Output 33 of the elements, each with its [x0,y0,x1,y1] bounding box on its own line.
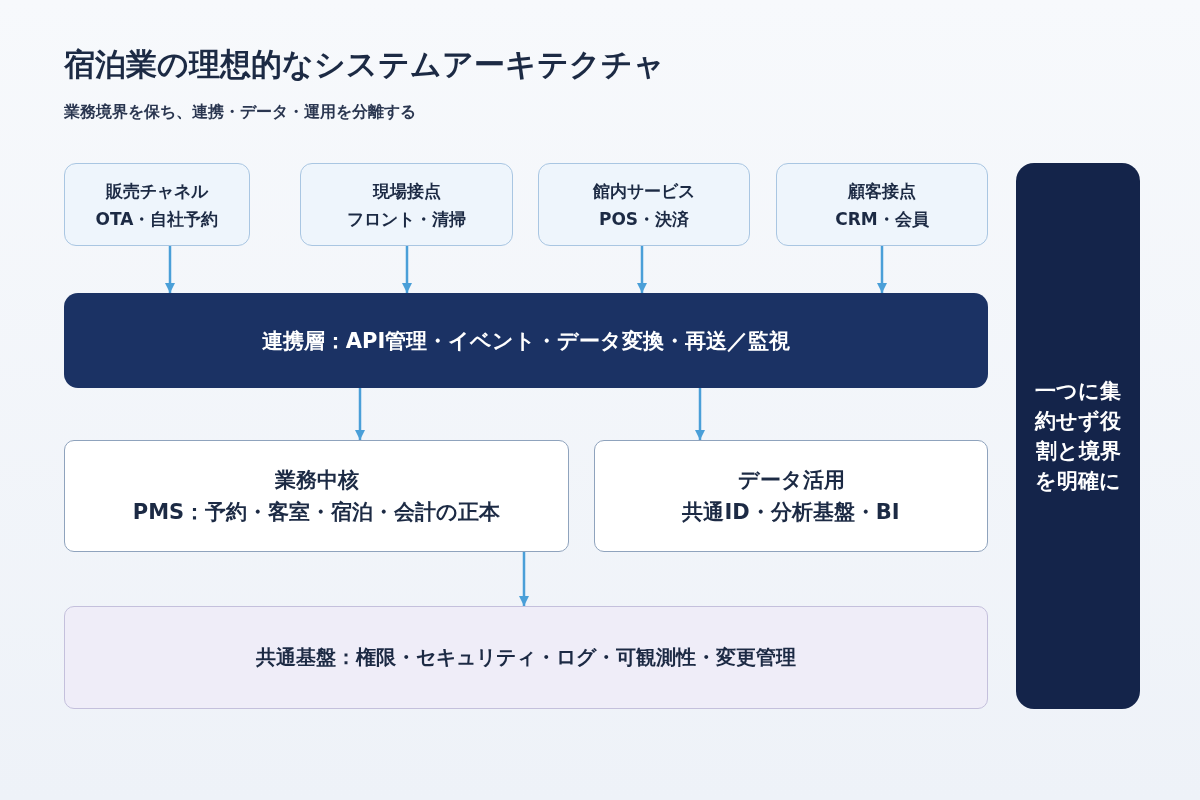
arrow [165,246,175,293]
principle-panel [1016,163,1140,709]
arrow [637,246,647,293]
core-box [594,440,988,552]
box-heading: 顧客接点 [848,179,916,203]
subtitle: 業務境界を保ち、連携・データ・運用を分離する [64,102,416,123]
box-heading: データ活用 [737,467,845,494]
core-box [64,440,569,552]
box-text: 連携層：API管理・イベント・データ変換・再送／監視 [261,327,791,355]
box-heading: 販売チャネル [106,179,208,203]
box-text: 共通基盤：権限・セキュリティ・ログ・可観測性・変更管理 [256,644,796,671]
box-text: POS・決済 [598,207,690,231]
arrow [355,388,365,440]
layer-band [64,606,988,709]
box-text: 一つに集約せず役割と境界を明確に [1033,378,1122,495]
box-text: CRM・会員 [835,207,929,231]
layer-band [64,293,988,388]
box-text: 共通ID・分析基盤・BI [682,499,900,526]
channel-box [300,163,513,246]
box-heading: 業務中核 [274,467,359,494]
box-text: フロント・清掃 [347,207,466,231]
channel-box [64,163,250,246]
box-heading: 館内サービス [593,179,695,203]
arrow [877,246,887,293]
title: 宿泊業の理想的なシステムアーキテクチャ [64,45,665,84]
arrow [695,388,705,440]
arrow [519,552,529,606]
box-text: PMS：予約・客室・宿泊・会計の正本 [132,499,501,526]
box-text: OTA・自社予約 [95,207,219,231]
channel-box [776,163,988,246]
box-heading: 現場接点 [372,179,441,203]
channel-box [538,163,750,246]
arrow [402,246,412,293]
